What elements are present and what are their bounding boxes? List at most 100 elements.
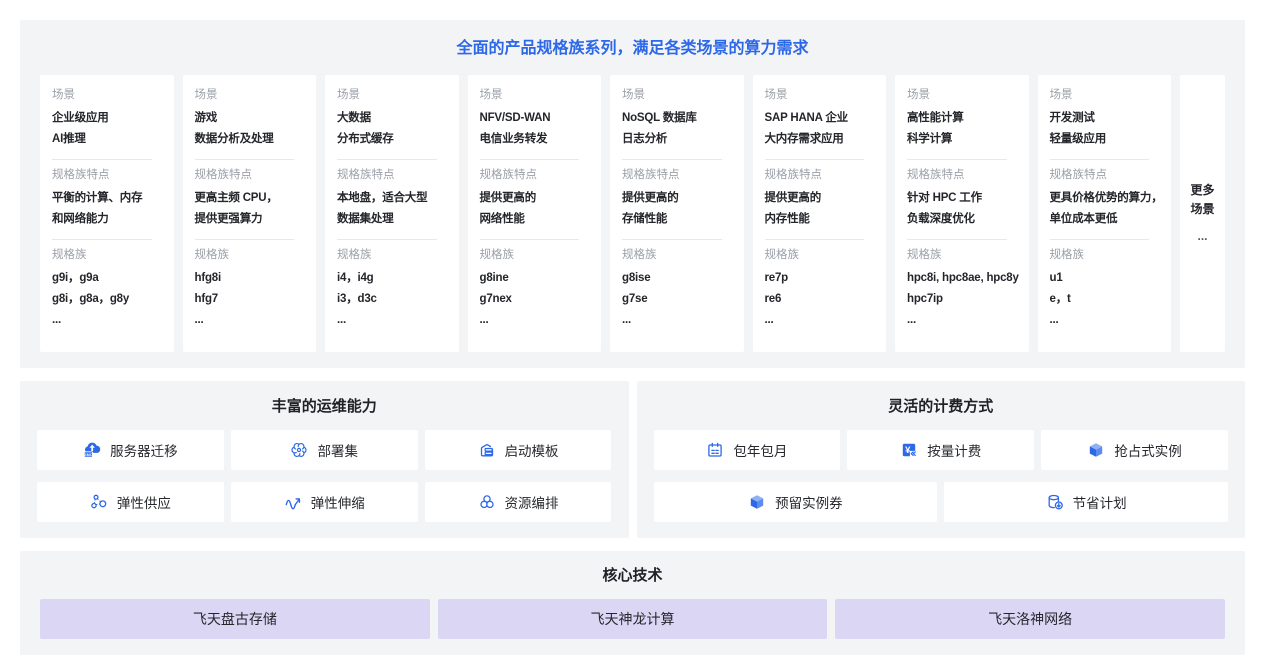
button-label: 预留实例券 bbox=[775, 496, 843, 511]
spec-families-section: 全面的产品规格族系列，满足各类场景的算力需求 场景 企业级应用 AI推理 规格族… bbox=[20, 20, 1245, 368]
savings-plan-icon bbox=[1046, 493, 1064, 511]
feature-value: 数据集处理 bbox=[337, 213, 394, 225]
feature-label: 规格族特点 bbox=[479, 169, 538, 181]
launch-template-button[interactable]: 启动模板 bbox=[424, 430, 612, 470]
savings-plan-button[interactable]: 节省计划 bbox=[944, 482, 1228, 522]
elastic-provisioning-button[interactable]: 弹性供应 bbox=[37, 482, 224, 522]
button-label: 节省计划 bbox=[1072, 496, 1127, 511]
family-value: re6 bbox=[764, 293, 782, 305]
divider bbox=[479, 239, 579, 240]
button-label: 启动模板 bbox=[504, 444, 559, 459]
resource-orchestration-icon bbox=[478, 493, 496, 511]
family-value: ... bbox=[52, 314, 61, 326]
family-label: 规格族 bbox=[337, 249, 372, 261]
scene-label: 场景 bbox=[907, 89, 930, 101]
family-value: g8ise bbox=[622, 272, 651, 284]
scene-label: 场景 bbox=[52, 89, 75, 101]
spec-card: 场景 NoSQL 数据库 日志分析 规格族特点 提供更高的 存储性能 规格族 g… bbox=[610, 75, 744, 352]
family-label: 规格族 bbox=[1049, 249, 1085, 261]
pay-as-you-go-icon: ¥ bbox=[900, 441, 918, 459]
family-label: 规格族 bbox=[764, 249, 800, 261]
scene-label: 场景 bbox=[479, 89, 503, 101]
section-title-core-tech: 核心技术 bbox=[602, 567, 663, 584]
divider bbox=[194, 159, 294, 160]
scene-value: 电信业务转发 bbox=[479, 133, 548, 145]
divider bbox=[764, 159, 864, 160]
billing-row-1: 包年包月 ¥ 按量计费 bbox=[653, 430, 1229, 470]
family-value: g9i，g9a bbox=[52, 272, 99, 284]
divider bbox=[622, 239, 722, 240]
spec-card: 场景 大数据 分布式缓存 规格族特点 本地盘，适合大型 数据集处理 规格族 i4… bbox=[325, 75, 459, 352]
resource-orchestration-button[interactable]: 资源编排 bbox=[424, 482, 612, 522]
family-value: hfg8i bbox=[194, 272, 222, 284]
divider bbox=[337, 159, 437, 160]
feature-value: 提供更强算力 bbox=[194, 213, 263, 225]
button-label: 按量计费 bbox=[927, 444, 982, 459]
feature-value: 更具价格优势的算力， bbox=[1049, 192, 1163, 204]
svg-text:SMC: SMC bbox=[84, 453, 93, 457]
more-scenarios-card[interactable]: 更多 场景 ... bbox=[1180, 75, 1225, 352]
spec-card: 场景 高性能计算 科学计算 规格族特点 针对 HPC 工作 负载深度优化 规格族… bbox=[895, 75, 1029, 352]
feature-value: 平衡的计算、内存 bbox=[52, 192, 143, 204]
feature-value: 单位成本更低 bbox=[1049, 213, 1118, 225]
more-scenarios-line: 场景 bbox=[1190, 202, 1215, 216]
server-migration-icon: SMC bbox=[83, 441, 101, 459]
scene-value: AI推理 bbox=[52, 133, 86, 145]
core-tech-bars: 飞天盘古存储 飞天神龙计算 飞天洛神网络 bbox=[40, 599, 1226, 639]
auto-scaling-button[interactable]: 弹性伸缩 bbox=[230, 482, 418, 522]
family-value: ... bbox=[1049, 314, 1059, 326]
feature-label: 规格族特点 bbox=[52, 169, 110, 181]
family-value: ... bbox=[337, 314, 346, 326]
family-value: ... bbox=[764, 314, 774, 326]
feature-value: 提供更高的 bbox=[622, 192, 679, 204]
family-value: ... bbox=[479, 314, 489, 326]
core-tech-pangu-storage[interactable]: 飞天盘古存储 bbox=[40, 599, 430, 639]
feature-label: 规格族特点 bbox=[194, 169, 253, 181]
family-label: 规格族 bbox=[479, 249, 515, 261]
family-value: g7se bbox=[622, 293, 648, 305]
family-value: i3，d3c bbox=[337, 293, 377, 305]
core-tech-section: 核心技术 飞天盘古存储 飞天神龙计算 飞天洛神网络 bbox=[20, 551, 1245, 655]
family-value: i4，i4g bbox=[337, 272, 374, 284]
svg-text:¥: ¥ bbox=[905, 445, 911, 456]
core-tech-luoshen-network[interactable]: 飞天洛神网络 bbox=[835, 599, 1226, 639]
scene-value: 日志分析 bbox=[622, 133, 668, 145]
scene-value: 游戏 bbox=[194, 112, 218, 124]
family-value: ... bbox=[622, 314, 631, 326]
family-value: g8i，g8a，g8y bbox=[52, 293, 130, 305]
auto-scaling-icon bbox=[284, 493, 302, 511]
core-tech-shenlong-compute[interactable]: 飞天神龙计算 bbox=[437, 599, 828, 639]
scene-value: 大数据 bbox=[337, 112, 371, 124]
deployment-set-button[interactable]: 部署集 bbox=[230, 430, 418, 470]
scene-value: 企业级应用 bbox=[52, 112, 109, 124]
subscription-button[interactable]: 包年包月 bbox=[653, 430, 841, 470]
spec-cards-row: 场景 企业级应用 AI推理 规格族特点 平衡的计算、内存 和网络能力 规格族 g… bbox=[40, 75, 1225, 352]
server-migration-button[interactable]: SMC 服务器迁移 bbox=[37, 430, 224, 470]
button-label: 抢占式实例 bbox=[1114, 444, 1182, 459]
calendar-icon bbox=[706, 441, 724, 459]
ops-row-1: SMC 服务器迁移 bbox=[37, 430, 612, 470]
more-scenarios-line: 更多 bbox=[1190, 183, 1215, 197]
family-value: ... bbox=[194, 314, 204, 326]
feature-value: 提供更高的 bbox=[479, 192, 537, 204]
scene-value: 数据分析及处理 bbox=[194, 133, 274, 145]
ellipsis: ... bbox=[1197, 229, 1208, 243]
button-label: 弹性供应 bbox=[116, 496, 171, 511]
reserved-instance-button[interactable]: 预留实例券 bbox=[653, 482, 938, 522]
family-value: re7p bbox=[764, 272, 789, 284]
family-value: hpc7ip bbox=[907, 293, 943, 305]
button-label: 资源编排 bbox=[504, 496, 559, 511]
scene-value: 大内存需求应用 bbox=[764, 133, 844, 145]
divider bbox=[764, 239, 864, 240]
spot-instance-button[interactable]: 抢占式实例 bbox=[1041, 430, 1228, 470]
section-title-billing: 灵活的计费方式 bbox=[888, 398, 994, 415]
scene-label: 场景 bbox=[622, 89, 645, 101]
feature-label: 规格族特点 bbox=[337, 169, 395, 181]
divider bbox=[1049, 239, 1149, 240]
pay-as-you-go-button[interactable]: ¥ 按量计费 bbox=[847, 430, 1035, 470]
divider bbox=[52, 239, 152, 240]
button-label: 弹性伸缩 bbox=[310, 496, 365, 511]
spec-card: 场景 游戏 数据分析及处理 规格族特点 更高主频 CPU， 提供更强算力 规格族… bbox=[182, 75, 316, 352]
elastic-provisioning-icon bbox=[90, 493, 108, 511]
